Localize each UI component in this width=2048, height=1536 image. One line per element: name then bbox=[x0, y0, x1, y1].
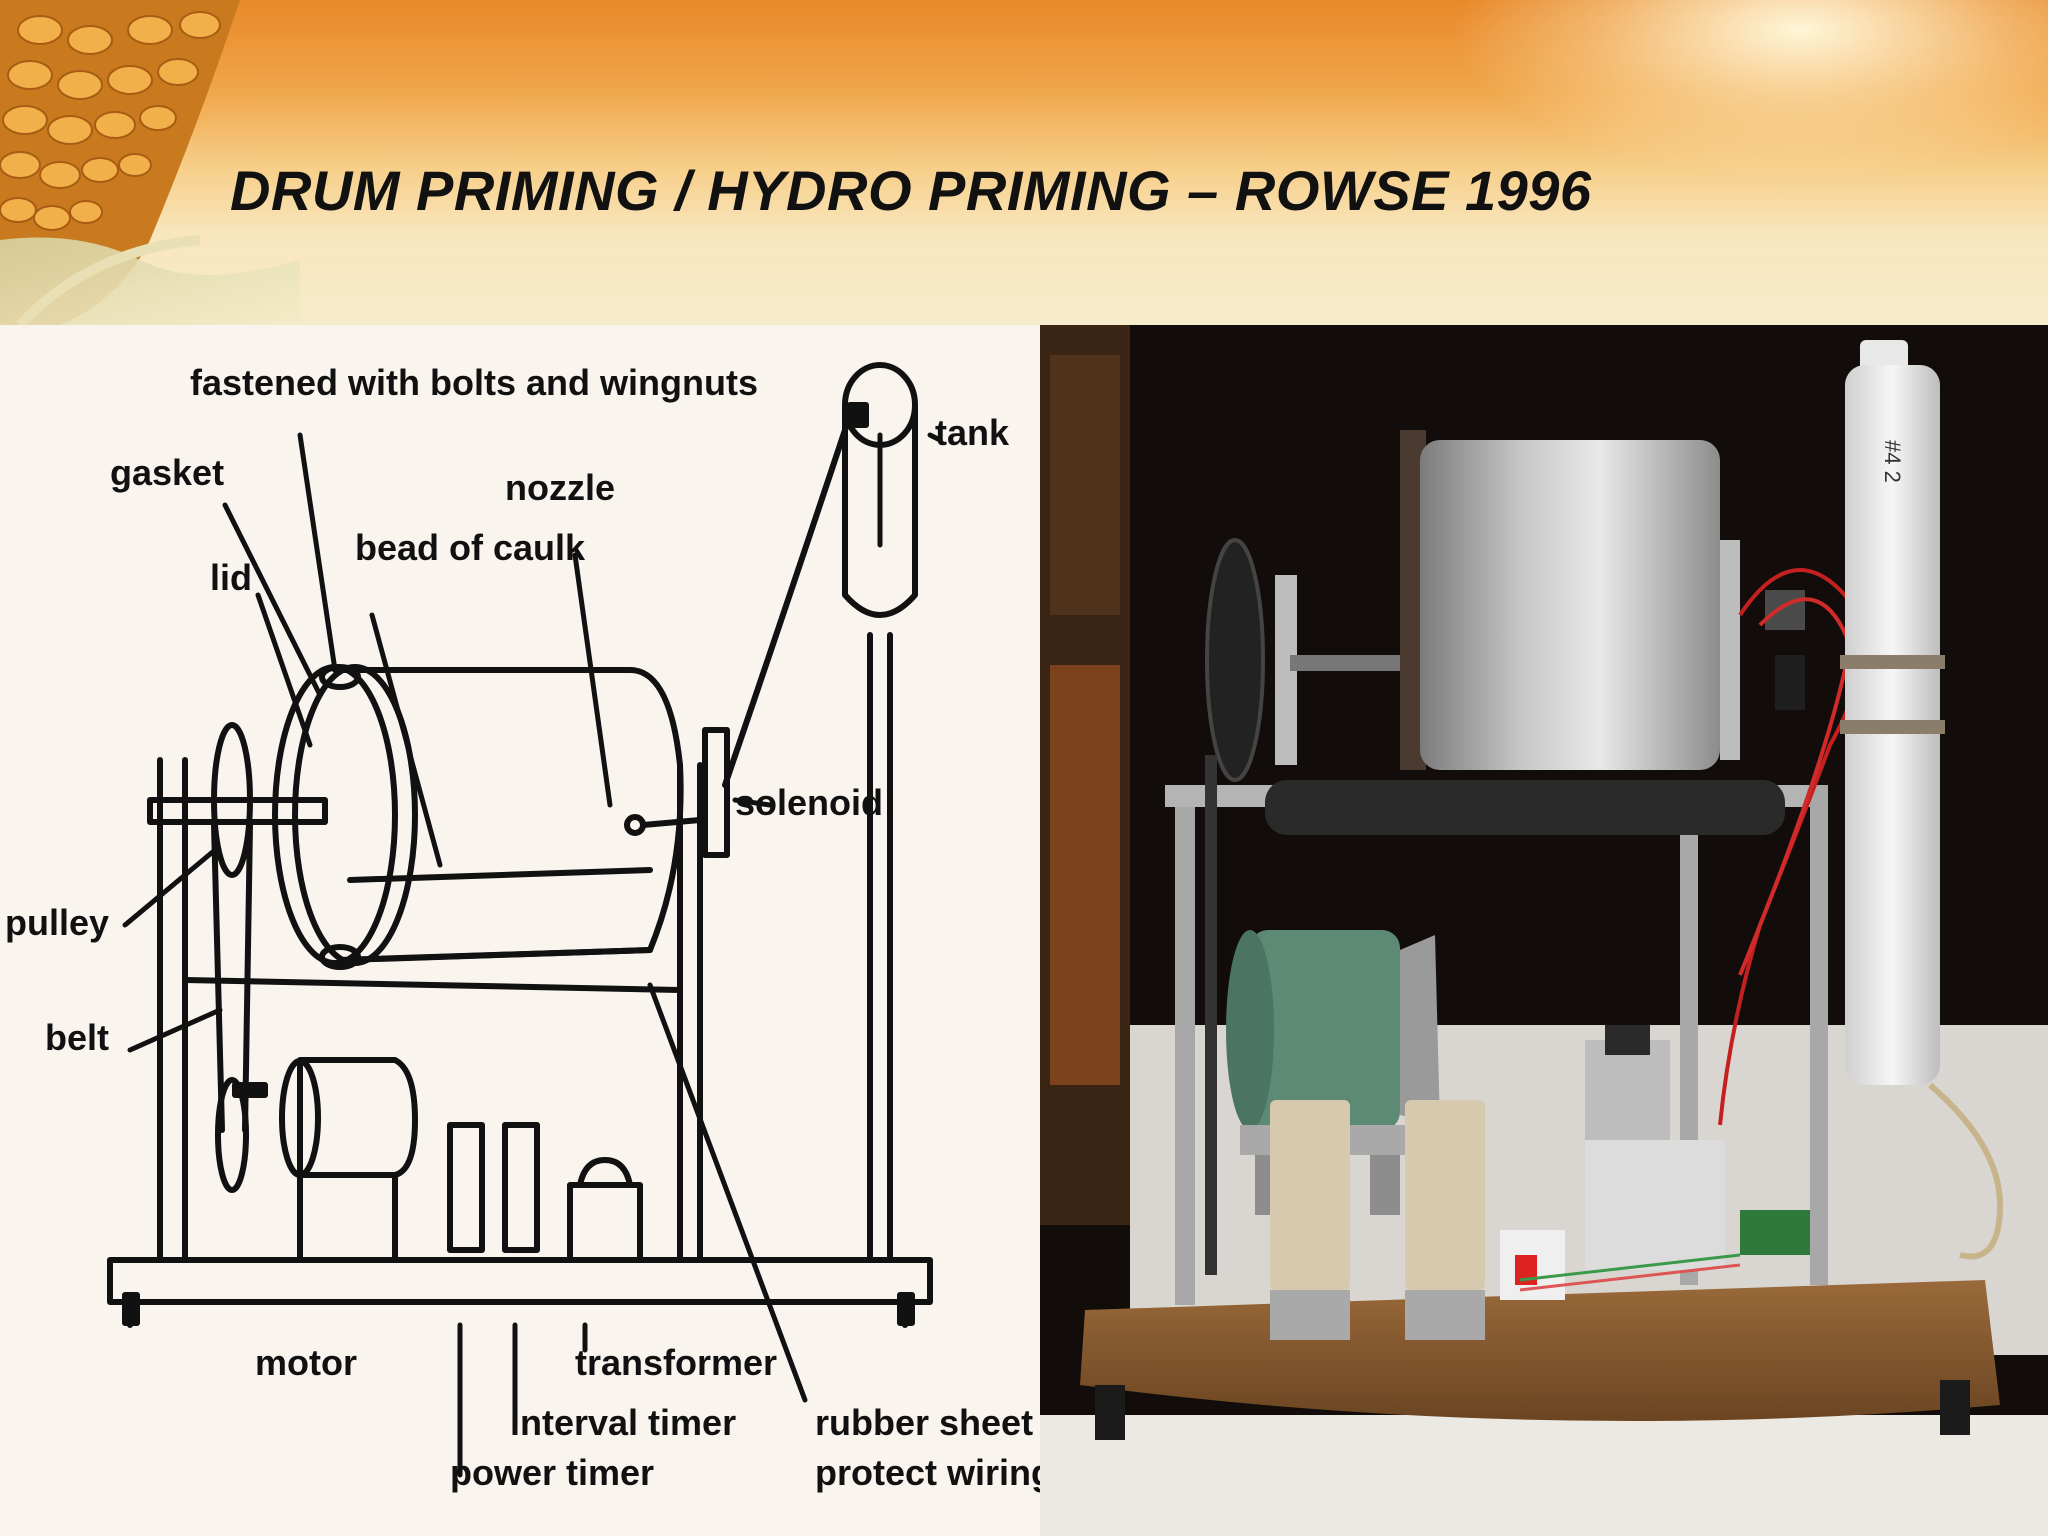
photo-transformer bbox=[1585, 1140, 1725, 1270]
apparatus-photo: #4 2 bbox=[1040, 325, 2048, 1536]
label-transformer: transformer bbox=[575, 1342, 777, 1383]
photo-pulley bbox=[1205, 538, 1265, 782]
label-solenoid: solenoid bbox=[735, 782, 883, 823]
interval-timer bbox=[502, 1122, 540, 1253]
transformer bbox=[567, 1182, 643, 1263]
label-interval-timer: interval timer bbox=[510, 1402, 736, 1443]
diagram-drawing: fastened with bolts and wingnuts tank ga… bbox=[5, 362, 1040, 1493]
label-lid: lid bbox=[210, 557, 252, 598]
label-bead-of-caulk: bead of caulk bbox=[355, 527, 586, 568]
label-belt: belt bbox=[45, 1017, 109, 1058]
label-nozzle: nozzle bbox=[505, 467, 615, 508]
power-timer bbox=[447, 1122, 485, 1253]
label-power-timer: power timer bbox=[450, 1452, 654, 1493]
photo-motor bbox=[1250, 930, 1400, 1130]
drum bbox=[332, 667, 684, 963]
header-glow bbox=[1450, 0, 2048, 180]
photo-drawing: #4 2 bbox=[1040, 325, 2048, 1536]
label-fastened: fastened with bolts and wingnuts bbox=[190, 362, 758, 403]
slide-title: DRUM PRIMING / HYDRO PRIMING – ROWSE 199… bbox=[230, 159, 1592, 222]
apparatus-diagram: fastened with bolts and wingnuts tank ga… bbox=[0, 325, 1040, 1536]
label-gasket: gasket bbox=[110, 452, 224, 493]
photo-power-timer bbox=[1270, 1100, 1350, 1290]
label-tank: tank bbox=[935, 412, 1010, 453]
base-board bbox=[107, 1257, 933, 1305]
solenoid bbox=[702, 727, 730, 858]
pulley bbox=[211, 722, 253, 878]
label-pulley: pulley bbox=[5, 902, 109, 943]
label-rubber-sheet-line1: rubber sheet to bbox=[815, 1402, 1040, 1443]
slide-header: DRUM PRIMING / HYDRO PRIMING – ROWSE 199… bbox=[0, 0, 2048, 325]
label-motor: motor bbox=[255, 1342, 357, 1383]
rubber-roll bbox=[1265, 780, 1785, 835]
photo-drum bbox=[1420, 440, 1720, 770]
corn-cob-decoration bbox=[0, 0, 300, 325]
label-rubber-sheet-line2: protect wiring bbox=[815, 1452, 1040, 1493]
tank-marking: #4 2 bbox=[1880, 440, 1905, 483]
photo-interval-timer bbox=[1405, 1100, 1485, 1290]
motor bbox=[297, 1057, 418, 1178]
